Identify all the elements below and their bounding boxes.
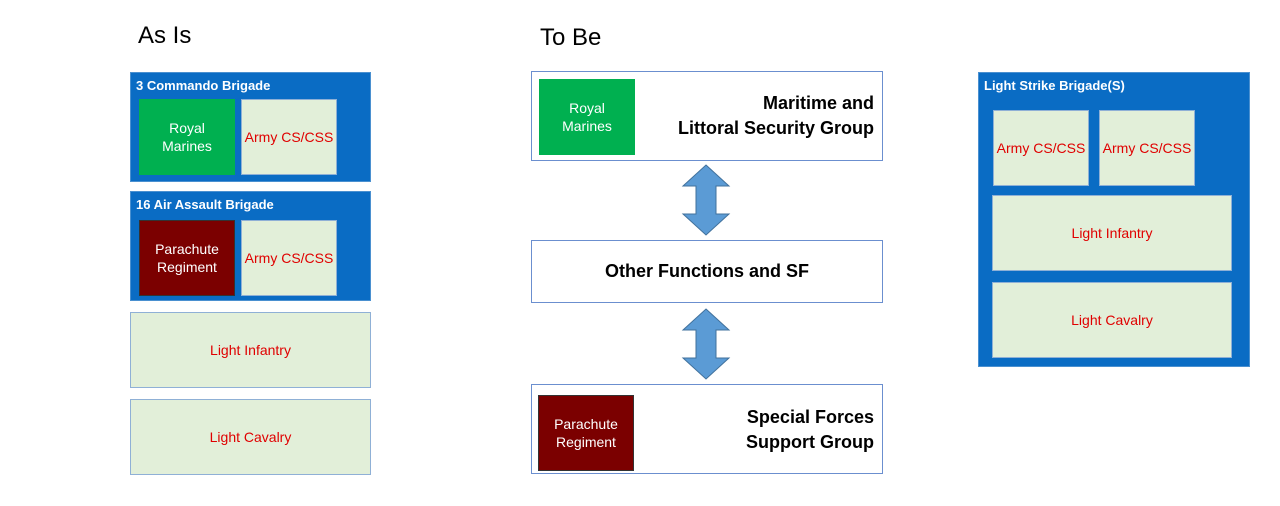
air-assault-brigade-box: 16 Air Assault Brigade Parachute Regimen… xyxy=(130,191,371,301)
other-functions-box: Other Functions and SF xyxy=(531,240,883,303)
as-is-light-cavalry-box: Light Cavalry xyxy=(130,399,371,475)
maritime-group-box: Royal Marines Maritime and Littoral Secu… xyxy=(531,71,883,161)
special-forces-group-box: Parachute Regiment Special Forces Suppor… xyxy=(531,384,883,474)
parachute-regiment-box: Parachute Regiment xyxy=(139,220,235,296)
light-strike-brigade-box: Light Strike Brigade(S) Army CS/CSS Army… xyxy=(978,72,1250,367)
special-forces-group-label: Special Forces Support Group xyxy=(746,407,874,452)
light-strike-light-cavalry-box: Light Cavalry xyxy=(992,282,1232,358)
commando-brigade-title: 3 Commando Brigade xyxy=(136,78,271,93)
commando-brigade-box: 3 Commando Brigade Royal Marines Army CS… xyxy=(130,72,371,182)
maritime-group-label: Maritime and Littoral Security Group xyxy=(677,93,874,138)
as-is-light-infantry-box: Light Infantry xyxy=(130,312,371,388)
commando-army-cs-css-box: Army CS/CSS xyxy=(241,99,337,175)
light-strike-army-cs-css-box-1: Army CS/CSS xyxy=(993,110,1089,186)
as-is-heading: As Is xyxy=(138,22,192,49)
to-be-royal-marines-box: Royal Marines xyxy=(539,79,635,155)
double-arrow-lower xyxy=(681,308,731,380)
to-be-parachute-regiment-box: Parachute Regiment xyxy=(538,395,634,471)
light-strike-army-cs-css-box-2: Army CS/CSS xyxy=(1099,110,1195,186)
air-assault-army-cs-css-box: Army CS/CSS xyxy=(241,220,337,296)
light-strike-light-infantry-box: Light Infantry xyxy=(992,195,1232,271)
double-arrow-upper xyxy=(681,164,731,236)
royal-marines-box: Royal Marines xyxy=(139,99,235,175)
to-be-heading: To Be xyxy=(540,24,602,51)
air-assault-brigade-title: 16 Air Assault Brigade xyxy=(136,197,274,212)
light-strike-brigade-title: Light Strike Brigade(S) xyxy=(984,78,1125,93)
other-functions-label: Other Functions and SF xyxy=(604,261,809,281)
